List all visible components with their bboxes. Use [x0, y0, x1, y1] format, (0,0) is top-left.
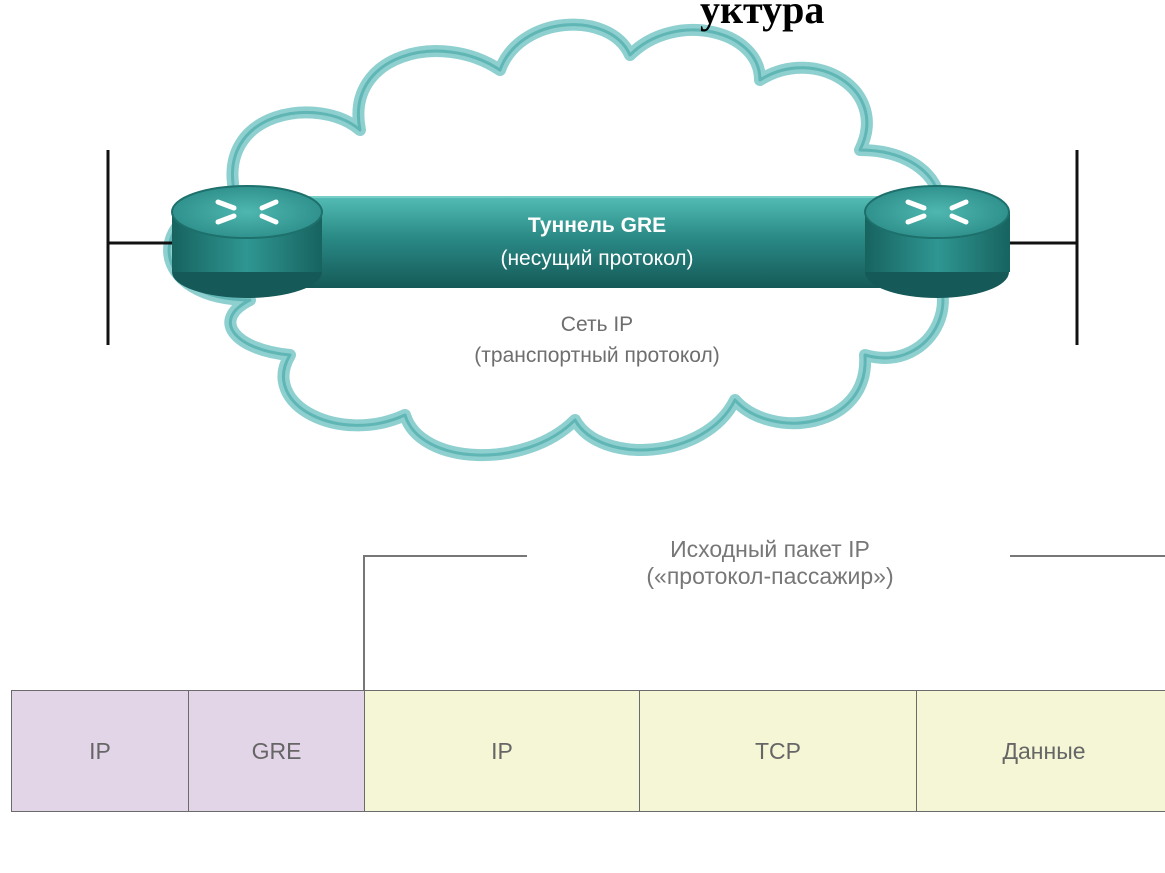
header-fragment: уктура: [700, 0, 825, 32]
packet-field-outer-ip: IP: [11, 690, 188, 812]
packet-structure: IP GRE IP TCP Данные: [11, 690, 1165, 812]
packet-field-tcp: TCP: [639, 690, 916, 812]
passenger-label: Исходный пакет IP («протокол-пассажир»): [540, 536, 1000, 590]
passenger-title: Исходный пакет IP: [670, 536, 870, 562]
tunnel-subtitle: (несущий протокол): [500, 247, 693, 270]
gre-tunnel: [245, 196, 961, 288]
network-subtitle: (транспортный протокол): [474, 344, 719, 367]
right-lan: [1005, 150, 1079, 345]
left-lan: [106, 150, 180, 345]
packet-field-data: Данные: [916, 690, 1165, 812]
network-title: Сеть IP: [561, 313, 633, 336]
passenger-bracket: [363, 555, 1165, 690]
packet-field-gre: GRE: [188, 690, 364, 812]
packet-field-inner-ip: IP: [364, 690, 639, 812]
left-router-icon: [171, 185, 323, 298]
right-router-icon: [864, 185, 1010, 298]
passenger-subtitle: («протокол-пассажир»): [646, 563, 894, 589]
tunnel-title: Туннель GRE: [528, 214, 666, 237]
